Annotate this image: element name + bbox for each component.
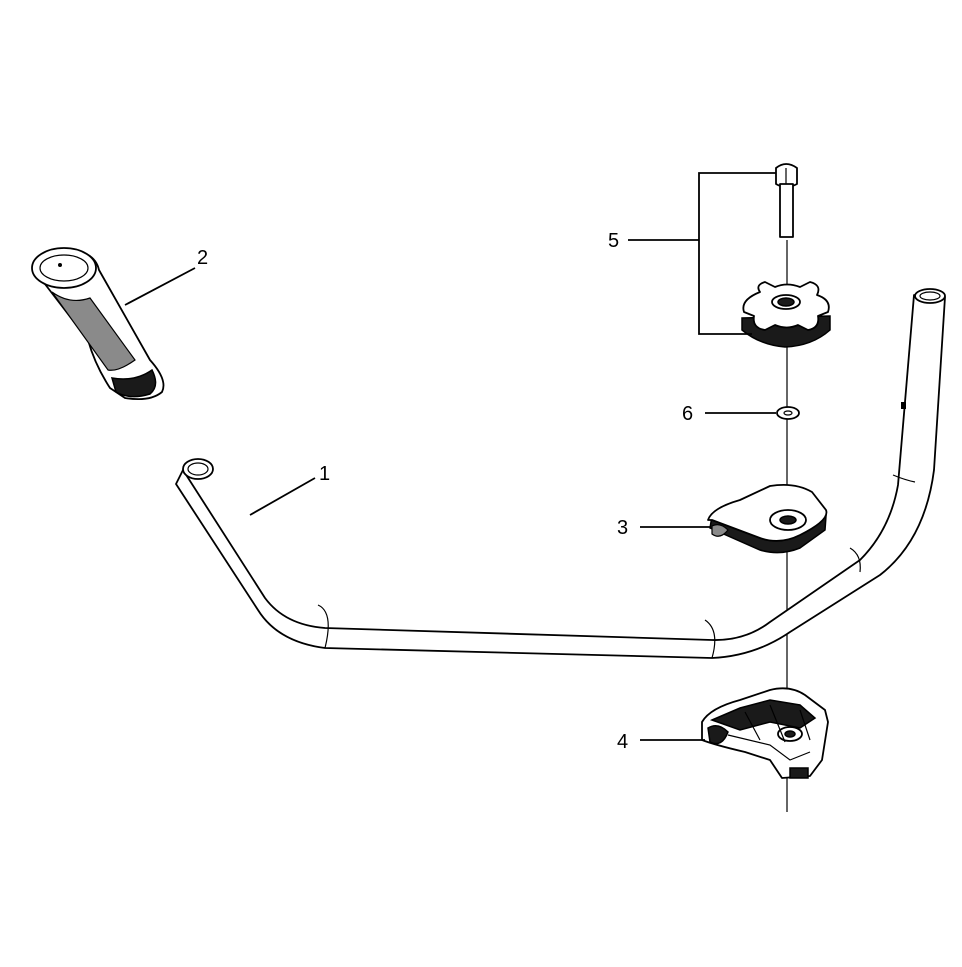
- callout-1: 1: [319, 463, 330, 485]
- callout-5: 5: [608, 230, 619, 252]
- callout-2: 2: [197, 247, 208, 269]
- leader-2: [124, 267, 196, 306]
- washer: [776, 406, 800, 420]
- leader-1: [249, 477, 316, 516]
- handle-grip: [31, 247, 165, 401]
- callout-3: 3: [617, 517, 628, 539]
- callout-6: 6: [682, 403, 693, 425]
- upper-clamp: [707, 483, 828, 554]
- handlebar-tube: [175, 288, 946, 659]
- callout-4: 4: [617, 731, 628, 753]
- lower-clamp: [701, 687, 829, 779]
- leader-5-bracket: [698, 172, 776, 335]
- star-knob: [741, 281, 831, 348]
- bolt: [775, 163, 798, 238]
